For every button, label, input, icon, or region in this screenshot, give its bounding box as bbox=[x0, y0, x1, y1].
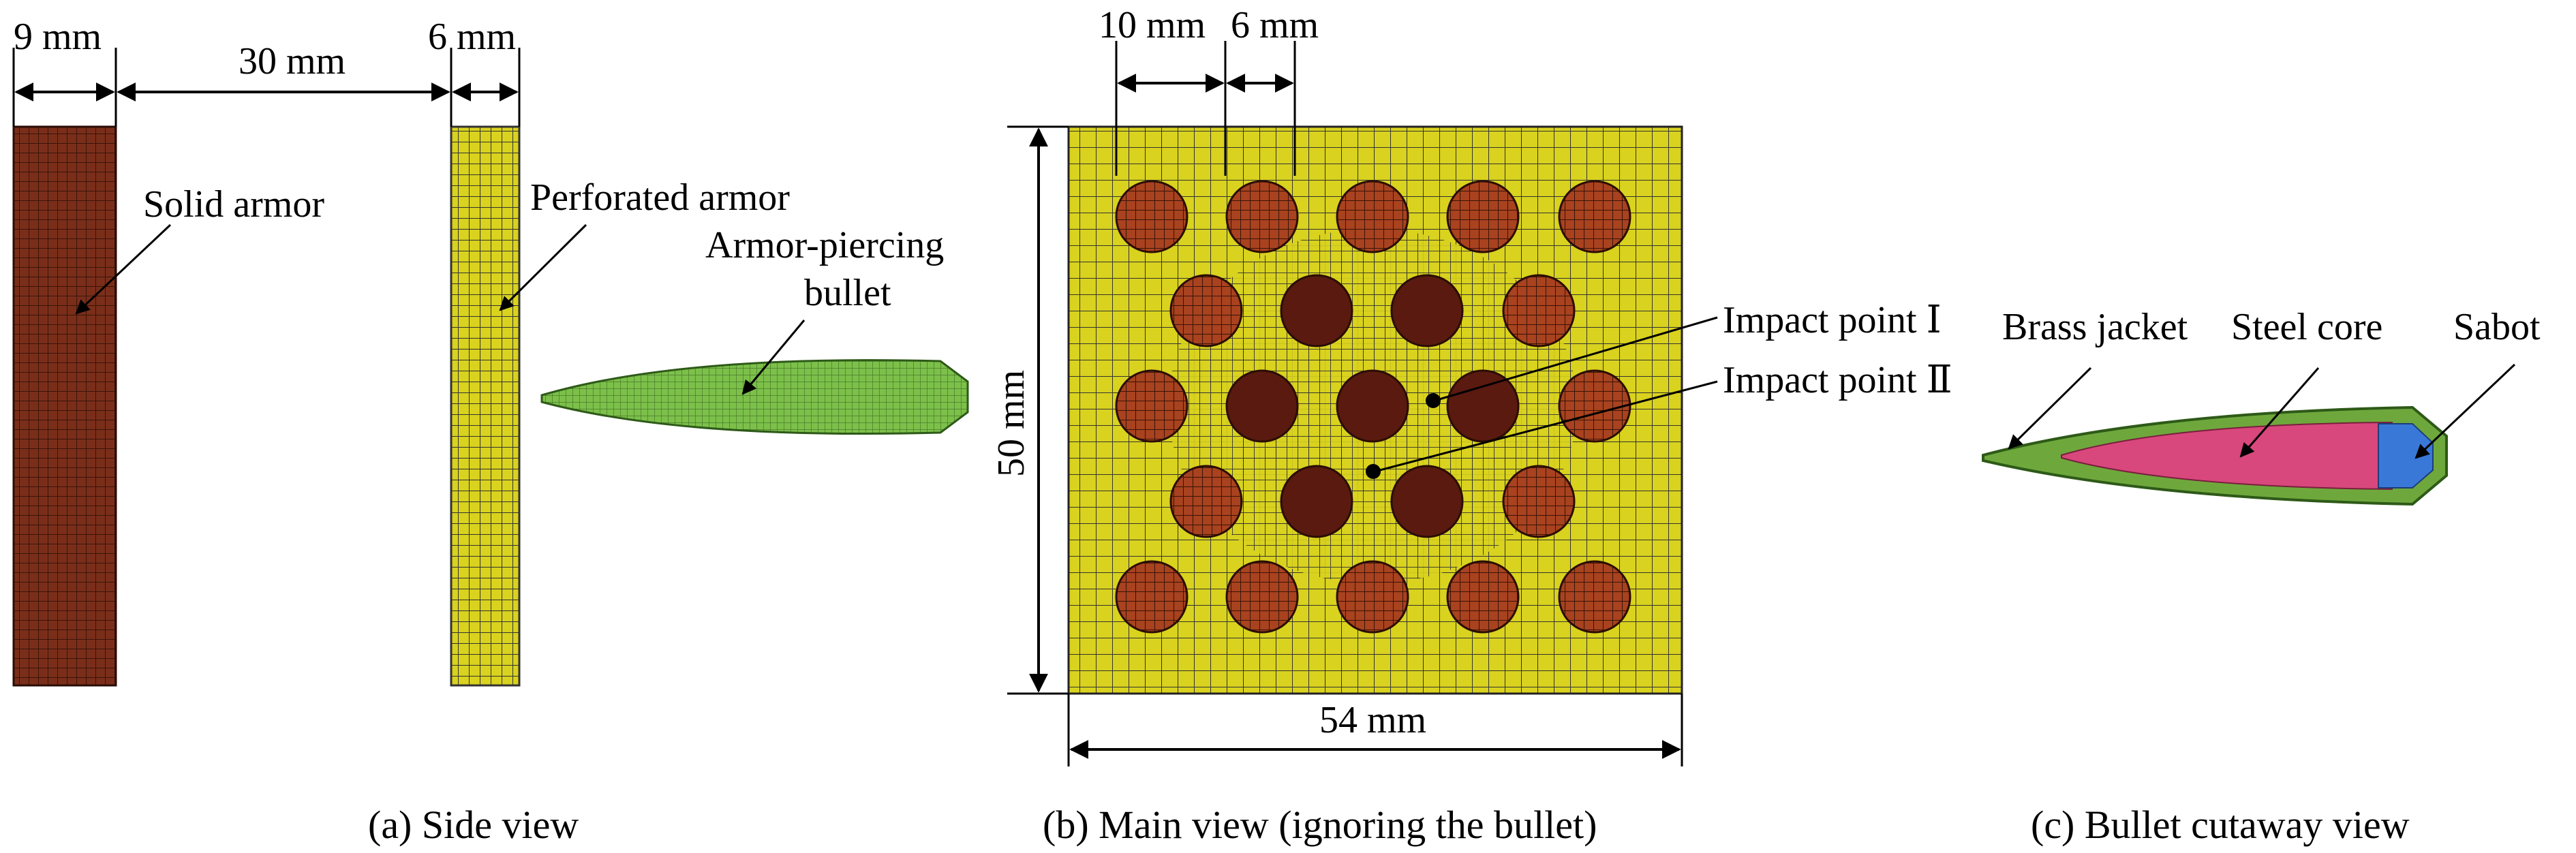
brass-jacket-leader bbox=[2008, 367, 2092, 450]
hole bbox=[1225, 180, 1299, 253]
perforated-armor-leader bbox=[499, 223, 587, 311]
steel-core bbox=[2061, 421, 2393, 491]
hole bbox=[1115, 369, 1189, 443]
caption-a: (a) Side view bbox=[368, 803, 579, 847]
bullet-label-line2: bullet bbox=[804, 272, 891, 314]
hole bbox=[1502, 274, 1576, 347]
hole bbox=[1390, 274, 1464, 347]
bullet-leader bbox=[741, 320, 806, 395]
impact-point-1-marker bbox=[1426, 393, 1441, 408]
hole bbox=[1225, 369, 1299, 443]
dim-gap: 30 mm bbox=[117, 40, 453, 127]
hole bbox=[1558, 560, 1631, 634]
hole bbox=[1390, 465, 1464, 538]
dim-height-label: 50 mm bbox=[990, 370, 1032, 477]
caption-b: (b) Main view (ignoring the bullet) bbox=[1043, 803, 1597, 847]
solid-armor-plate bbox=[12, 125, 117, 687]
sabot-leader bbox=[2414, 363, 2516, 459]
hole bbox=[1280, 465, 1353, 538]
caption-c: (c) Bullet cutaway view bbox=[2031, 803, 2410, 847]
hole bbox=[1336, 560, 1409, 634]
hole bbox=[1169, 274, 1243, 347]
hole bbox=[1446, 180, 1520, 253]
steel-core-leader bbox=[2239, 367, 2320, 458]
hole bbox=[1446, 560, 1520, 634]
dim-hole-diameter: 6 mm bbox=[1226, 4, 1319, 176]
impact-point-2-label: Impact point Ⅱ bbox=[1723, 359, 1952, 401]
bullet-label-line1: Armor-piercing bbox=[705, 224, 944, 266]
steel-core-label: Steel core bbox=[2231, 306, 2382, 348]
dim-perforated-thickness: 6 mm bbox=[428, 16, 521, 127]
dim-solid-thickness-label: 9 mm bbox=[14, 16, 102, 58]
dim-width: 54 mm bbox=[1067, 694, 1683, 766]
panel-b-main-view: Impact point Ⅰ Impact point Ⅱ 10 mm 6 mm… bbox=[990, 4, 1952, 847]
panel-a-side-view: 9 mm 30 mm 6 mm Solid armor Perforated a… bbox=[12, 16, 969, 847]
dim-hole-pitch-label: 10 mm bbox=[1099, 4, 1206, 46]
sabot bbox=[2378, 423, 2434, 488]
hole bbox=[1558, 369, 1631, 443]
perforated-armor-label: Perforated armor bbox=[530, 176, 790, 219]
dim-hole-diameter-label: 6 mm bbox=[1231, 4, 1319, 46]
dim-solid-thickness: 9 mm bbox=[12, 16, 117, 127]
impact-point-2-marker bbox=[1366, 464, 1381, 479]
dim-width-label: 54 mm bbox=[1319, 699, 1426, 741]
hole bbox=[1169, 465, 1243, 538]
hole bbox=[1336, 369, 1409, 443]
impact-point-1-leader bbox=[1439, 316, 1718, 401]
dim-hole-pitch: 10 mm bbox=[1099, 4, 1227, 176]
hole bbox=[1336, 180, 1409, 253]
perforated-armor-plate bbox=[450, 125, 521, 687]
hole bbox=[1446, 369, 1520, 443]
dim-gap-label: 30 mm bbox=[239, 40, 346, 82]
hole bbox=[1225, 560, 1299, 634]
solid-armor-label: Solid armor bbox=[143, 183, 324, 226]
hole bbox=[1502, 465, 1576, 538]
hole bbox=[1558, 180, 1631, 253]
sabot-label: Sabot bbox=[2453, 306, 2541, 348]
impact-point-1-label: Impact point Ⅰ bbox=[1723, 299, 1942, 341]
dim-perforated-thickness-label: 6 mm bbox=[428, 16, 516, 58]
hole-array bbox=[1115, 180, 1631, 634]
armor-piercing-bullet bbox=[540, 359, 969, 435]
solid-armor-leader bbox=[75, 223, 172, 315]
impact-point-2-leader bbox=[1379, 380, 1718, 471]
hole bbox=[1115, 180, 1189, 253]
panel-c-cutaway: Brass jacket Steel core Sabot (c) Bullet… bbox=[1982, 306, 2541, 847]
hole bbox=[1115, 560, 1189, 634]
brass-jacket-label: Brass jacket bbox=[2002, 306, 2188, 348]
hole bbox=[1280, 274, 1353, 347]
dim-height: 50 mm bbox=[990, 125, 1069, 695]
